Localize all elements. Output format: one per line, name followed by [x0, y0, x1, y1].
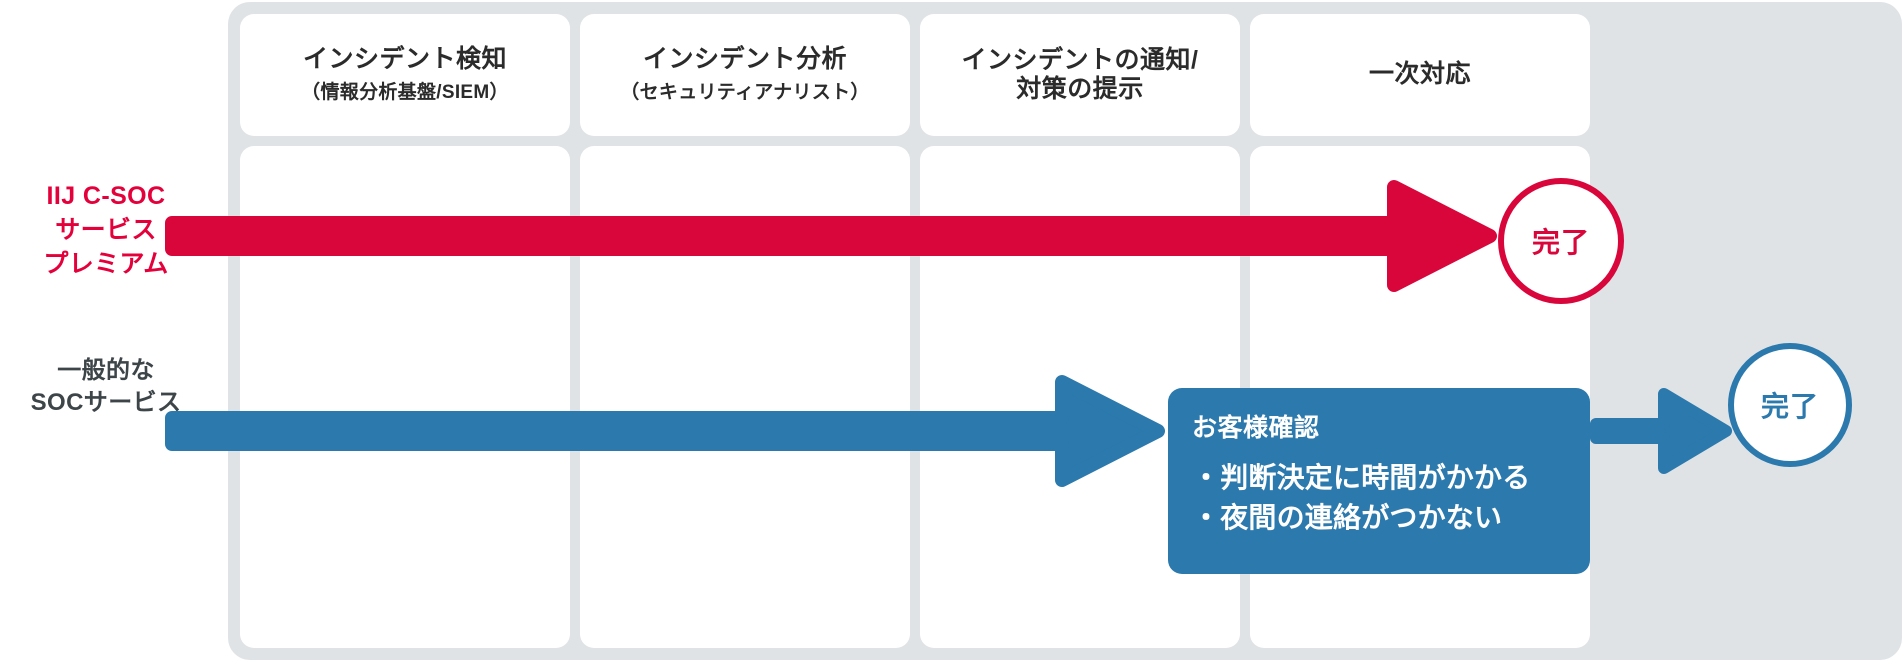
- column-title: インシデント検知: [302, 45, 507, 74]
- column-subtitle: （セキュリティアナリスト）: [620, 81, 870, 103]
- status-badge-done-general: 完了: [1728, 343, 1852, 467]
- callout-customer-confirmation: お客様確認 ・判断決定に時間がかかる ・夜間の連絡がつかない: [1168, 388, 1590, 574]
- column-header-notification: インシデントの通知/ 対策の提示: [920, 14, 1240, 136]
- column-header-detection: インシデント検知 （情報分析基盤/SIEM）: [240, 14, 570, 136]
- column-header-first-response: 一次対応: [1250, 14, 1590, 136]
- row-label-general-soc: 一般的な SOCサービス: [30, 357, 182, 417]
- column-title: インシデントの通知/ 対策の提示: [961, 45, 1199, 104]
- column-title: 一次対応: [1368, 60, 1471, 89]
- callout-item: ・夜間の連絡がつかない: [1192, 501, 1503, 533]
- column-subtitle: （情報分析基盤/SIEM）: [301, 81, 509, 103]
- arrow-premium: [165, 180, 1497, 292]
- callout-item: ・判断決定に時間がかかる: [1192, 462, 1531, 493]
- arrow-general-to-done: [1590, 388, 1732, 474]
- callout-title: お客様確認: [1192, 414, 1320, 442]
- row-label-iij-c-soc-premium: IIJ C-SOC サービス プレミアム: [43, 182, 169, 278]
- status-badge-done-premium: 完了: [1498, 178, 1624, 304]
- column-header-analysis: インシデント分析 （セキュリティアナリスト）: [580, 14, 910, 136]
- column-title: インシデント分析: [642, 45, 847, 74]
- arrow-general-to-callout: [165, 375, 1165, 487]
